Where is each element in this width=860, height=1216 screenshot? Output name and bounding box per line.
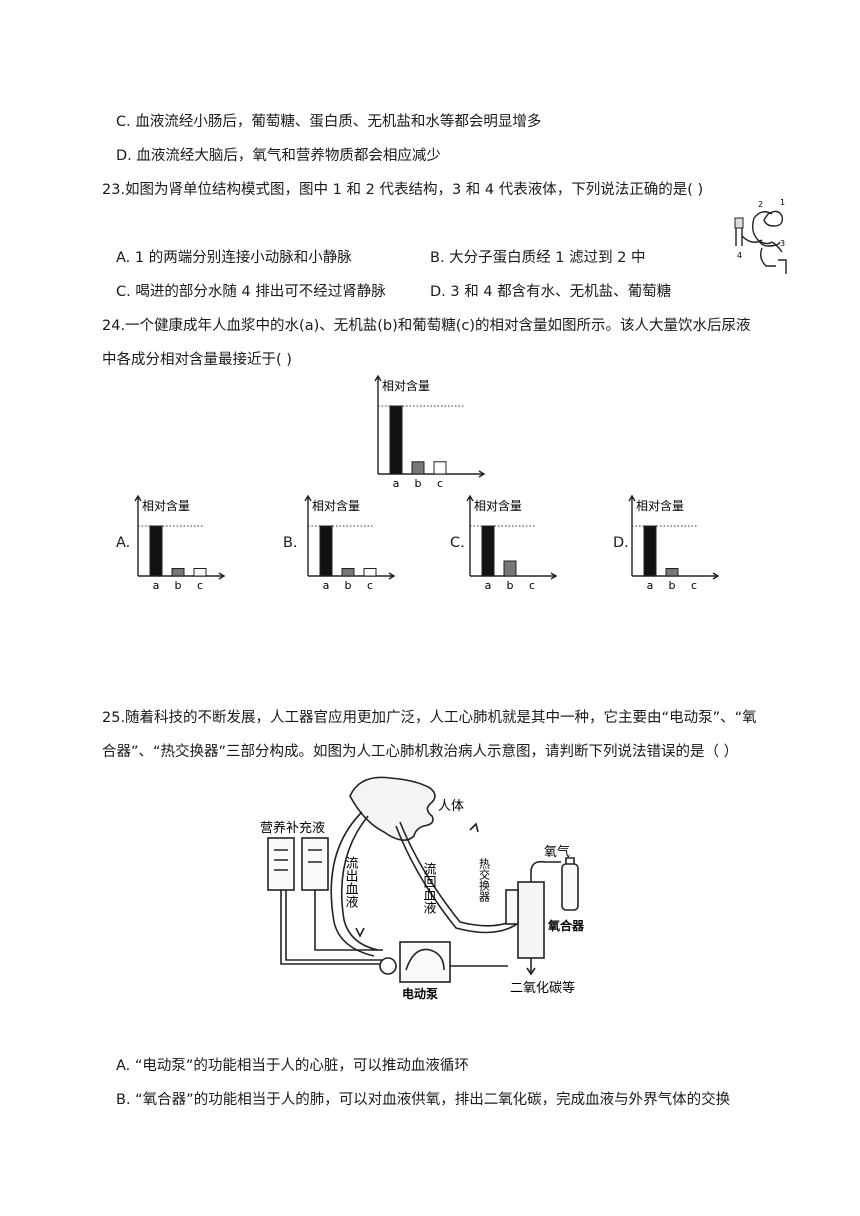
y-axis-label: 相对含量 [142,498,190,513]
bar-a [643,525,657,577]
option-b-letter: B. [283,535,298,551]
co2-label: 二氧化碳等 [510,980,575,996]
tick-label-c: c [691,579,697,592]
nephron-figure: 1 2 3 4 [734,198,787,274]
q25-option-b: B. “氧合器”的功能相当于人的肺，可以对血液供氧，排出二氧化碳，完成血液与外界… [116,1092,731,1108]
q24-stem-line2: 中各成分相对含量最接近于( ) [102,352,292,368]
y-axis [304,494,312,576]
q23-stem: 23.如图为肾单位结构模式图，图中 1 和 2 代表结构，3 和 4 代表液体，… [102,182,704,198]
nephron-label-4: 4 [737,251,742,260]
tick-label-c: c [367,579,373,592]
pump-label: 电动泵 [402,986,438,1001]
outflow-label: 流出血液 [343,856,359,908]
bar-b [341,568,355,577]
bar-b [171,568,185,577]
y-axis [628,494,636,576]
tick-label-b: b [345,579,352,592]
q23-option-c: C. 喝进的部分水随 4 排出可不经过肾静脉 [116,284,386,300]
tick-label-b: b [669,579,676,592]
bar-a [319,525,333,577]
chart-plasma: 相对含量 a b c [374,374,486,490]
heat-exchanger-label: 热交换器 [478,858,491,903]
bar-c [193,568,207,577]
tick-label-a: a [393,477,400,490]
nutrient-label: 营养补充液 [260,820,325,836]
chart-option-a: 相对含量 a b c [134,494,226,592]
q25-stem-line2: 合器”、“热交换器”三部分构成。如图为人工心肺机救治病人示意图，请判断下列说法错… [102,744,739,760]
nephron-label-1: 1 [780,198,785,207]
option-c-letter: C. [450,535,465,551]
bar-c [363,568,377,577]
chart-option-c: 相对含量 a b c [466,494,558,592]
q24-stem-line1: 24.一个健康成年人血浆中的水(a)、无机盐(b)和葡萄糖(c)的相对含量如图所… [102,318,751,334]
tick-label-c: c [437,477,443,490]
y-axis [466,494,474,576]
tick-label-c: c [197,579,203,592]
heart-lung-machine-figure: 营养补充液 人体 流出血液 流回血液 热交换器 氧气 氧合器 二氧化碳等 电动泵 [260,776,585,1001]
y-axis-label: 相对含量 [382,378,430,393]
q25-stem-line1: 25.随着科技的不断发展，人工器官应用更加广泛，人工心肺机就是其中一种，它主要由… [102,710,757,726]
oxygen-label: 氧气 [544,844,570,860]
bar-c [433,461,447,475]
bar-a [481,525,495,577]
nephron-label-2: 2 [758,200,763,209]
tick-label-a: a [485,579,492,592]
oxygenator-label: 氧合器 [547,918,585,933]
q22-option-c: C. 血液流经小肠后，葡萄糖、蛋白质、无机盐和水等都会明显增多 [116,114,542,130]
tick-label-c: c [529,579,535,592]
bar-b [503,560,517,577]
q23-option-a: A. 1 的两端分别连接小动脉和小静脉 [116,250,352,266]
y-axis [374,374,382,474]
y-axis-label: 相对含量 [474,498,522,513]
y-axis-label: 相对含量 [636,498,684,513]
bar-b [411,461,425,475]
tick-label-b: b [175,579,182,592]
q25-option-a: A. “电动泵”的功能相当于人的心脏，可以推动血液循环 [116,1058,469,1074]
option-d-letter: D. [613,535,629,551]
tick-label-b: b [415,477,422,490]
tick-label-a: a [647,579,654,592]
nephron-label-3: 3 [780,239,785,248]
bar-a [149,525,163,577]
y-axis-label: 相对含量 [312,498,360,513]
tick-label-a: a [323,579,330,592]
tick-label-a: a [153,579,160,592]
chart-option-b: 相对含量 a b c [304,494,396,592]
q22-option-d: D. 血液流经大脑后，氧气和营养物质都会相应减少 [116,148,441,164]
y-axis [134,494,142,576]
tick-label-b: b [507,579,514,592]
chart-option-d: 相对含量 a b c [628,494,720,592]
bar-a [389,405,403,475]
bar-b [665,568,679,577]
q23-option-d: D. 3 和 4 都含有水、无机盐、葡萄糖 [430,284,672,300]
body-label: 人体 [438,799,464,814]
q23-option-b: B. 大分子蛋白质经 1 滤过到 2 中 [430,250,646,266]
option-a-letter: A. [116,535,131,551]
return-label: 流回血液 [421,862,437,914]
